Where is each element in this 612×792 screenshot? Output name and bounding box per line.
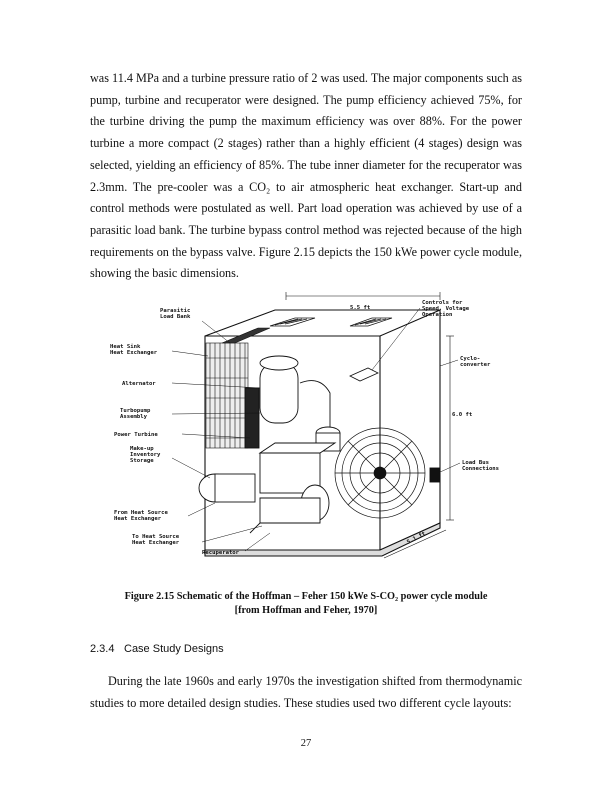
label-controls: Controls for Speed, Voltage Operation bbox=[422, 300, 473, 318]
label-to-heat-source: To Heat Source Heat Exchanger bbox=[132, 534, 183, 546]
top-vents bbox=[269, 317, 393, 327]
leader-lines bbox=[171, 307, 461, 552]
heat-sink-fins bbox=[205, 327, 271, 449]
label-parasitic-load-bank: Parasitic Load Bank bbox=[160, 308, 194, 320]
page-number: 27 bbox=[300, 738, 312, 749]
label-power-turbine: Power Turbine bbox=[114, 432, 158, 438]
section-title: Case Study Designs bbox=[124, 643, 224, 655]
label-dim-width: 5.5 ft bbox=[350, 305, 370, 311]
label-recuperator: Recuperator bbox=[202, 550, 240, 556]
body-paragraph-2: During the late 1960s and early 1970s th… bbox=[90, 674, 522, 710]
label-dim-height: 6.0 ft bbox=[452, 412, 472, 418]
controls-box bbox=[349, 367, 379, 382]
dimension-lines bbox=[285, 292, 454, 559]
section-heading: 2.3.4 Case Study Designs bbox=[90, 643, 224, 655]
alternator-turbopump bbox=[244, 355, 341, 452]
figure-caption-line-1: Figure 2.15 Schematic of the Hoffman – F… bbox=[124, 591, 488, 602]
label-from-heat-source: From Heat Source Heat Exchanger bbox=[114, 510, 171, 522]
condenser-fan bbox=[334, 427, 426, 519]
label-alternator: Alternator bbox=[122, 381, 156, 387]
label-makeup-storage: Make-up Inventory Storage bbox=[130, 446, 164, 464]
label-load-bus: Load Bus Connections bbox=[462, 460, 499, 472]
section-number: 2.3.4 bbox=[90, 643, 115, 655]
figure-caption-line-2: [from Hoffman and Feher, 1970] bbox=[234, 605, 378, 616]
figure-caption: Figure 2.15 Schematic of the Hoffman – F… bbox=[90, 590, 522, 618]
label-cycloconverter: Cyclo- converter bbox=[460, 356, 491, 368]
recuperator-pipes bbox=[198, 442, 441, 534]
label-turbopump: Turbopump Assembly bbox=[120, 408, 154, 420]
power-cycle-module-schematic: Parasitic Load Bank Controls for Speed, … bbox=[110, 292, 499, 559]
label-heat-sink: Heat Sink Heat Exchanger bbox=[110, 344, 158, 356]
cabinet-outline bbox=[204, 309, 441, 557]
body-paragraph-1: was 11.4 MPa and a turbine pressure rati… bbox=[90, 71, 522, 281]
